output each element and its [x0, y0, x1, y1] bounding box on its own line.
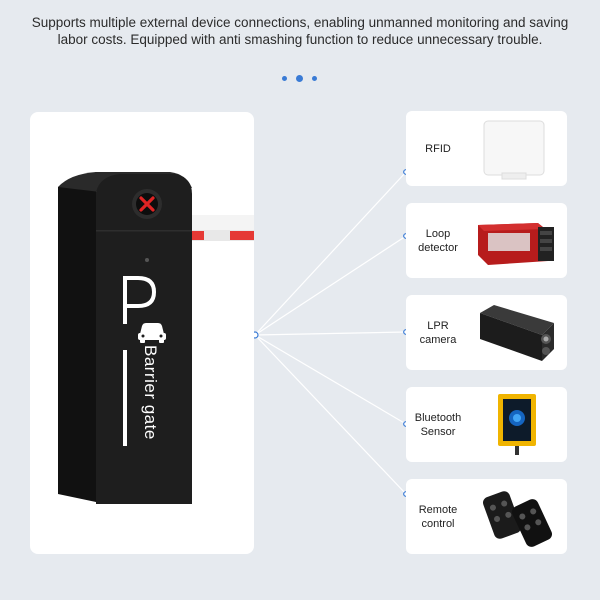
boom-arm: [190, 215, 254, 241]
pagination-dot[interactable]: [312, 76, 317, 81]
device-label: RFID: [425, 142, 451, 155]
pagination-dots: [282, 74, 318, 84]
rfid-reader-icon: [483, 120, 545, 180]
barrier-gate-illustration: [58, 172, 254, 504]
lpr-camera-icon: [480, 305, 554, 361]
pagination-dot-active[interactable]: [296, 75, 303, 82]
remote-control-icon: [483, 491, 553, 547]
loop-detector-icon: [478, 223, 554, 265]
barrier-gate-label: Barrier gate: [141, 345, 160, 440]
pagination-dot[interactable]: [282, 76, 287, 81]
parking-sign: [123, 276, 157, 324]
bluetooth-sensor-icon: [498, 394, 536, 455]
device-card-rfid[interactable]: RFID: [406, 111, 567, 186]
status-light: [132, 189, 162, 219]
headline-text: Supports multiple external device connec…: [31, 15, 569, 47]
car-icon: [138, 323, 166, 343]
